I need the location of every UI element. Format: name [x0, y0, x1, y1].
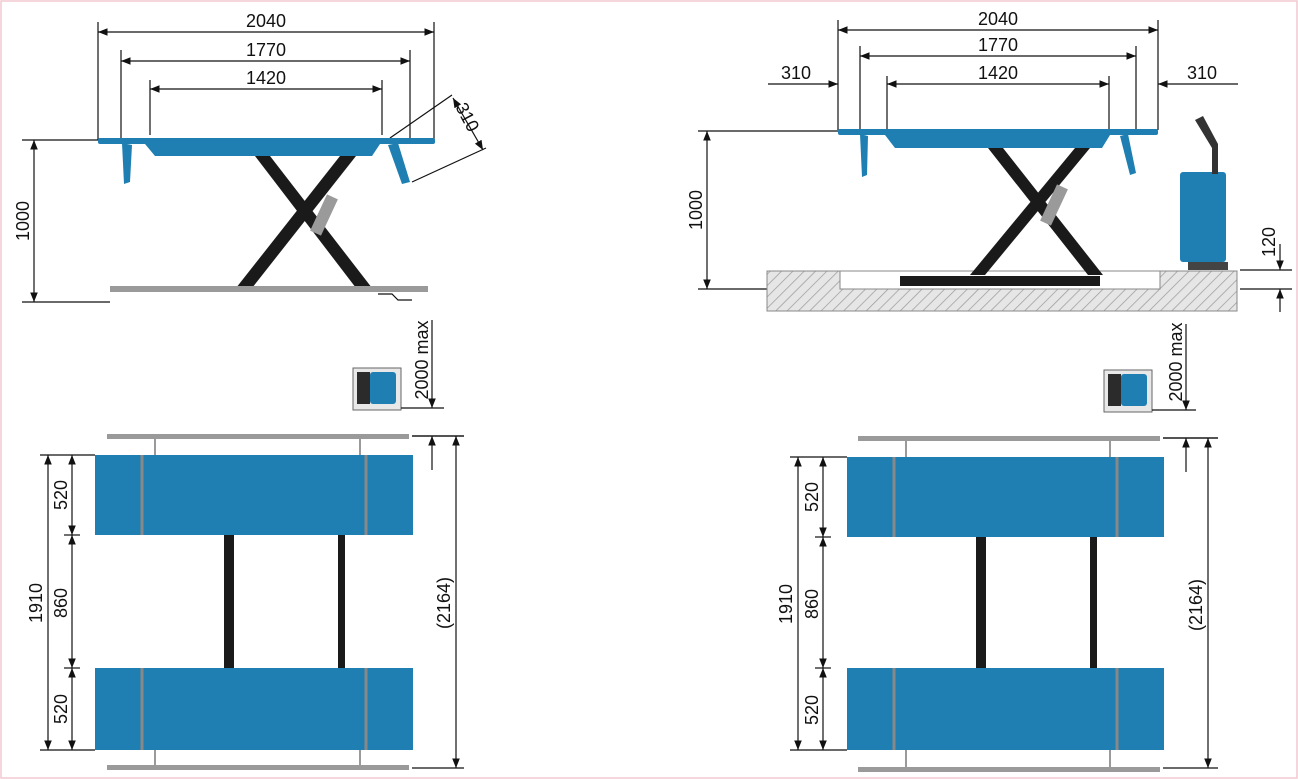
left-side-dim-middle: 1770 [246, 40, 286, 60]
right-side-dim-inner: 1420 [978, 63, 1018, 83]
left-side-arm-right [388, 143, 410, 184]
left-top-dim-pad-bottom: 520 [51, 694, 71, 724]
right-top-view: 2000 max (2164) 1910 520 860 520 [776, 322, 1218, 772]
right-side-dim-middle: 1770 [978, 35, 1018, 55]
right-side-control-unit [1180, 172, 1226, 262]
left-top-rail-top [107, 434, 409, 439]
right-top-beam-right [1090, 537, 1097, 668]
left-side-scissor-b [236, 156, 356, 288]
right-side-arm-right [1120, 134, 1136, 175]
left-top-dim-total: 1910 [26, 583, 46, 623]
left-top-dim-gap: 860 [51, 588, 71, 618]
right-top-dim-overall-length: (2164) [1186, 579, 1206, 631]
left-top-rail-bottom [107, 765, 409, 770]
right-side-dim-left-ext: 310 [781, 63, 811, 83]
right-top-pad-lower [847, 668, 1164, 750]
right-side-dim-recess: 120 [1259, 227, 1279, 257]
right-side-dim-height: 1000 [686, 190, 706, 230]
right-side-scissor-b [970, 148, 1090, 275]
left-side-dim-height: 1000 [13, 201, 33, 241]
left-side-dim-inner: 1420 [246, 68, 286, 88]
left-top-beam-right [338, 535, 345, 668]
right-side-platform-top [838, 129, 1158, 135]
left-side-arm-left [122, 143, 132, 184]
right-side-dim-overall: 2040 [978, 9, 1018, 29]
left-side-view: 2040 1770 1420 310 1000 [13, 11, 487, 303]
left-top-pad-upper [95, 455, 413, 535]
right-side-dim-right-ext: 310 [1187, 63, 1217, 83]
left-side-platform [145, 144, 380, 156]
right-top-rail-bottom [858, 767, 1160, 772]
right-side-cylinder [1040, 184, 1068, 226]
left-side-platform-top [98, 138, 435, 144]
right-top-dim-total: 1910 [776, 584, 796, 624]
right-top-beam-left [976, 537, 986, 668]
left-top-view: 2000 max (2164) 1910 520 860 [26, 320, 464, 770]
right-side-arm-left [860, 134, 868, 177]
right-top-dim-clearance: 2000 max [1166, 322, 1186, 401]
right-side-base [900, 276, 1100, 286]
left-top-dim-clearance: 2000 max [412, 320, 432, 399]
right-top-dim-gap: 860 [802, 589, 822, 619]
right-top-dim-pad-top: 520 [802, 482, 822, 512]
left-top-dim-pad-top: 520 [51, 480, 71, 510]
right-top-pad-upper [847, 457, 1164, 537]
right-top-dim-pad-bottom: 520 [802, 695, 822, 725]
left-top-beam-left [224, 535, 234, 668]
left-side-base [110, 286, 428, 292]
right-side-platform [885, 135, 1110, 148]
right-side-view: 2040 1770 1420 310 310 1000 120 [686, 9, 1292, 312]
left-side-scissor-a [255, 156, 372, 288]
left-top-dim-overall-length: (2164) [434, 577, 454, 629]
left-top-pad-lower [95, 668, 413, 750]
left-side-cylinder [310, 194, 338, 236]
left-side-dim-overall: 2040 [246, 11, 286, 31]
right-top-rail-top [858, 436, 1160, 441]
